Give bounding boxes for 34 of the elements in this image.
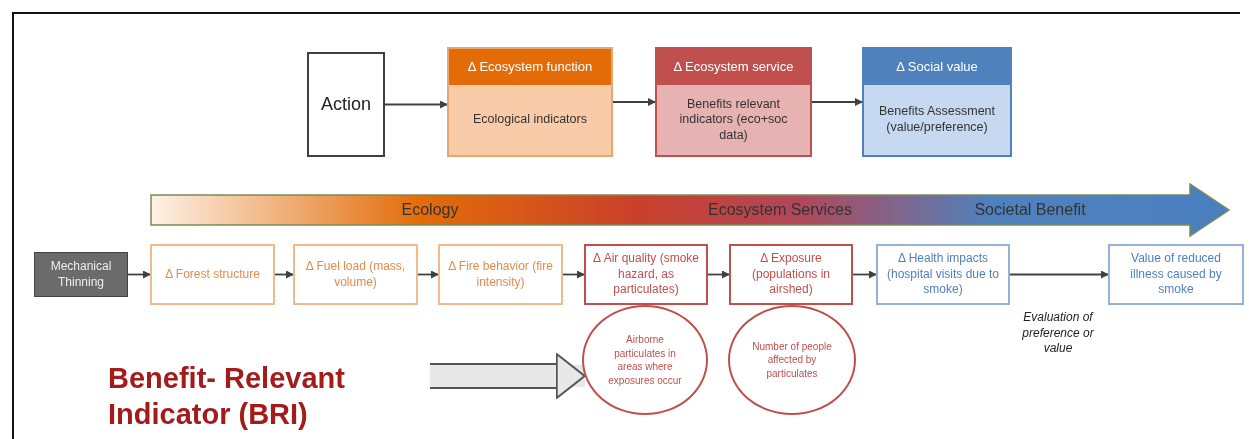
process-box xyxy=(1108,244,1244,305)
action-box xyxy=(307,52,385,157)
process-box xyxy=(729,244,853,305)
header-box xyxy=(862,47,1012,157)
ellipse-text: Airborne particulates in areas where exposures occur xyxy=(607,333,683,387)
band-text: Societal Benefit xyxy=(973,200,1087,220)
process-box xyxy=(438,244,563,305)
box-text: Ecological indicators xyxy=(473,112,587,128)
box-header: Δ Ecosystem service xyxy=(657,49,810,85)
process-box xyxy=(150,244,275,305)
box-text: Δ Exposure (populations in airshed) xyxy=(750,251,832,298)
box-text: Benefits Assessment (value/preference) xyxy=(878,104,996,136)
ellipse-text: Number of people affected by particulates xyxy=(751,339,833,381)
box-text: Δ Air quality (smoke hazard, as particulates) xyxy=(591,251,701,298)
process-box xyxy=(34,252,128,297)
box-text: Δ Fuel load (mass, volume) xyxy=(304,258,407,291)
band-text: Ecology xyxy=(400,200,460,220)
process-box xyxy=(584,244,708,305)
box-text: Δ Forest structure xyxy=(165,266,260,283)
header-box xyxy=(655,47,812,157)
box-text: Action xyxy=(321,93,371,116)
box-text: Value of reduced illness caused by smoke xyxy=(1129,251,1223,298)
box-header: Δ Ecosystem function xyxy=(449,49,611,85)
box-text: Δ Fire behavior (fire intensity) xyxy=(447,258,554,291)
process-box xyxy=(876,244,1010,305)
box-header: Δ Social value xyxy=(864,49,1010,85)
gradient-band-arrow xyxy=(150,183,1230,237)
box-text: Benefits relevant indicators (eco+soc data) xyxy=(678,96,789,144)
header-box xyxy=(447,47,613,157)
title-text: Benefit- Relevant Indicator (BRI) xyxy=(108,356,430,439)
box-text: Δ Health impacts (hospital visits due to smoke) xyxy=(885,251,1001,298)
band-text: Ecosystem Services xyxy=(706,200,853,220)
box-text: Mechanical Thinning xyxy=(49,258,113,291)
process-box xyxy=(293,244,418,305)
